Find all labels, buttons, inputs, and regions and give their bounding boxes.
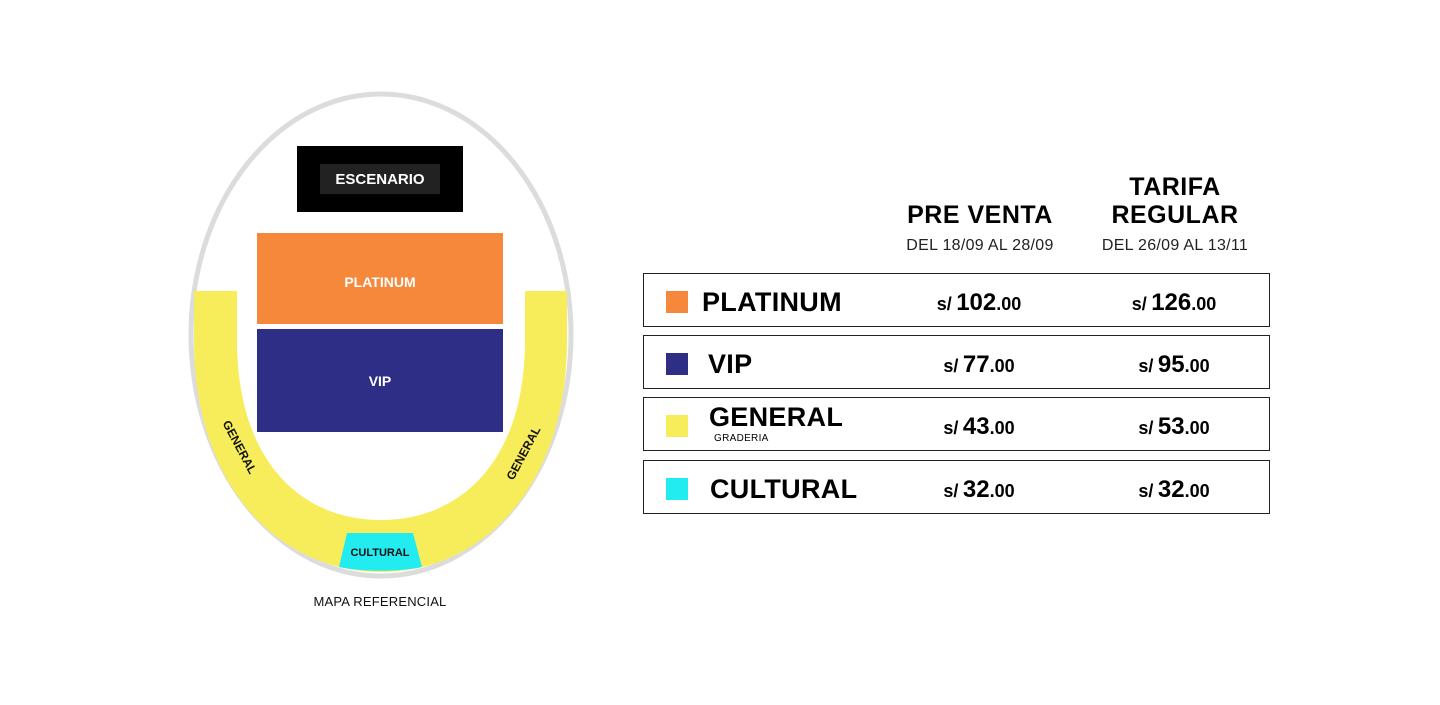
- currency: s/: [1138, 356, 1154, 376]
- amount: 32: [1157, 476, 1185, 503]
- cents: .00: [989, 356, 1015, 376]
- currency: s/: [943, 418, 959, 438]
- zone-name: PLATINUM: [702, 287, 842, 317]
- zone-name: VIP: [708, 349, 753, 379]
- cents: .00: [1184, 356, 1210, 376]
- regular-price: s/ 126.00: [1084, 288, 1264, 321]
- presale-dates: DEL 18/09 AL 28/09: [906, 237, 1054, 254]
- currency: s/: [936, 294, 952, 314]
- price-row-cultural: CULTURAL s/ 32.00 s/ 32.00: [643, 460, 1270, 514]
- amount: 43: [962, 413, 990, 440]
- amount: 102: [956, 289, 997, 316]
- zone-subtitle: GRADERIA: [714, 433, 769, 444]
- currency: s/: [1138, 481, 1154, 501]
- regular-price: s/ 32.00: [1084, 475, 1264, 508]
- regular-title-line2: REGULAR: [1111, 201, 1239, 229]
- price-row-general: GENERAL GRADERIA s/ 43.00 s/ 53.00: [643, 397, 1270, 451]
- zone-platinum[interactable]: [257, 233, 503, 324]
- zone-name: CULTURAL: [710, 474, 858, 504]
- stage-label: ESCENARIO: [335, 171, 425, 188]
- currency: s/: [1138, 418, 1154, 438]
- presale-price: s/ 77.00: [889, 350, 1069, 383]
- venue-map: ESCENARIO PLATINUM VIP GENERAL GENERAL C…: [188, 91, 574, 579]
- regular-dates: DEL 26/09 AL 13/11: [1101, 237, 1249, 254]
- presale-price: s/ 32.00: [889, 475, 1069, 508]
- map-caption: MAPA REFERENCIAL: [313, 594, 447, 609]
- amount: 77: [962, 351, 990, 378]
- regular-price: s/ 95.00: [1084, 350, 1264, 383]
- presale-price: s/ 102.00: [889, 288, 1069, 321]
- price-row-vip: VIP s/ 77.00 s/ 95.00: [643, 335, 1270, 389]
- zone-general-band[interactable]: [194, 291, 567, 572]
- cents: .00: [989, 481, 1015, 501]
- cents: .00: [996, 294, 1022, 314]
- zone-vip[interactable]: [257, 329, 503, 432]
- currency: s/: [943, 481, 959, 501]
- cents: .00: [989, 418, 1015, 438]
- platinum-swatch: [666, 291, 688, 313]
- regular-price: s/ 53.00: [1084, 412, 1264, 445]
- zone-cultural[interactable]: [339, 533, 422, 571]
- amount: 32: [962, 476, 990, 503]
- presale-column-title: PRE VENTA: [880, 201, 1080, 229]
- zone-name: GENERAL: [709, 402, 844, 432]
- regular-column-title: TARIFA REGULAR: [1075, 173, 1275, 229]
- general-swatch: [666, 415, 688, 437]
- amount: 53: [1157, 413, 1185, 440]
- cultural-map-label: CULTURAL: [350, 547, 409, 559]
- platinum-map-label: PLATINUM: [344, 274, 415, 290]
- vip-map-label: VIP: [369, 373, 392, 389]
- presale-price: s/ 43.00: [889, 412, 1069, 445]
- vip-swatch: [666, 353, 688, 375]
- amount: 126: [1151, 289, 1192, 316]
- cents: .00: [1184, 418, 1210, 438]
- presale-title-line1: PRE VENTA: [907, 201, 1053, 229]
- cents: .00: [1184, 481, 1210, 501]
- regular-title-line1: TARIFA: [1129, 173, 1221, 201]
- stage-label-box: [320, 164, 440, 194]
- cents: .00: [1191, 294, 1217, 314]
- cultural-swatch: [666, 478, 688, 500]
- currency: s/: [1131, 294, 1147, 314]
- amount: 95: [1157, 351, 1185, 378]
- currency: s/: [943, 356, 959, 376]
- price-row-platinum: PLATINUM s/ 102.00 s/ 126.00: [643, 273, 1270, 327]
